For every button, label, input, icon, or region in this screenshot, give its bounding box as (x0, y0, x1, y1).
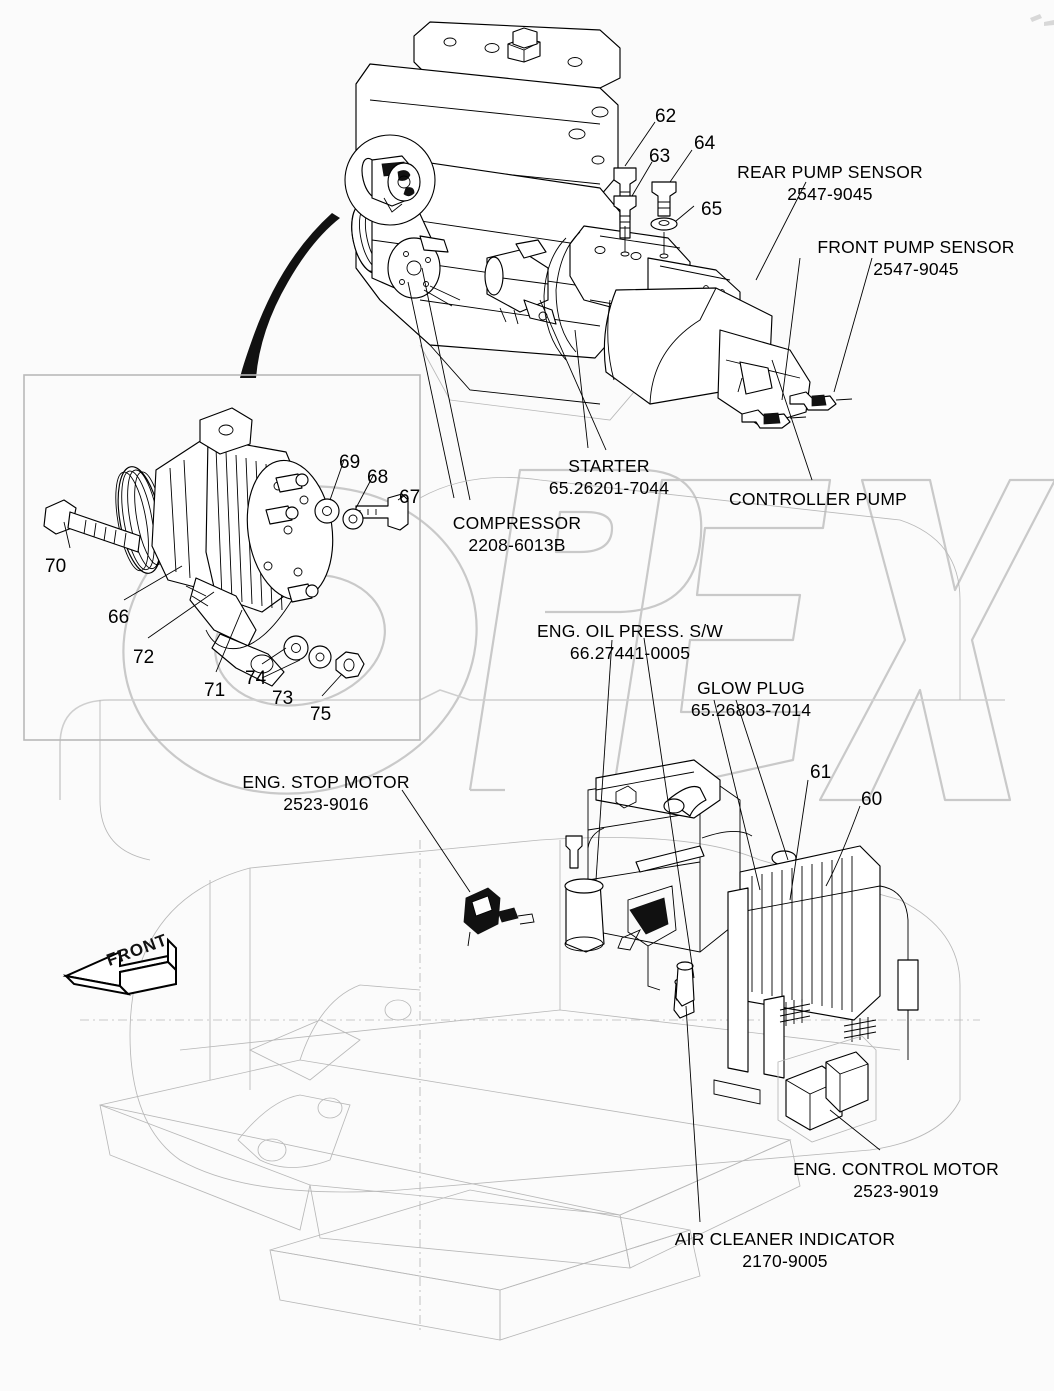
label-air-cleaner-indicator: AIR CLEANER INDICATOR 2170-9005 (675, 1229, 895, 1273)
callout-70: 70 (45, 556, 67, 577)
label-controller-pump-name: CONTROLLER PUMP (728, 489, 908, 509)
alternator-terminals (265, 473, 319, 603)
label-eng-oil-press-sw-name: ENG. OIL PRESS. S/W (537, 621, 723, 641)
detail-magnifier-circle (344, 134, 436, 226)
label-compressor-partno: 2208-6013B (468, 534, 566, 555)
label-eng-control-motor-name: ENG. CONTROL MOTOR (793, 1159, 999, 1179)
callout-75: 75 (310, 704, 332, 725)
pump-sensor-rear (741, 409, 807, 429)
label-glow-plug: GLOW PLUG 65.26803-7014 (691, 678, 811, 722)
washer-69 (314, 498, 340, 524)
callout-62: 62 (655, 106, 677, 127)
callout-68: 68 (367, 467, 389, 488)
label-compressor: COMPRESSOR 2208-6013B (453, 513, 581, 557)
detail-pointer-arrow (240, 213, 340, 378)
label-starter-name: STARTER (568, 456, 650, 476)
pump-sensor-front (789, 391, 853, 411)
eng-control-motor-component (777, 1035, 877, 1143)
lower-engine-detail (564, 759, 919, 1143)
callout-73: 73 (272, 688, 294, 709)
label-eng-control-motor: ENG. CONTROL MOTOR 2523-9019 (793, 1159, 999, 1203)
washer-74 (283, 635, 309, 661)
label-compressor-name: COMPRESSOR (452, 513, 582, 533)
label-eng-control-motor-partno: 2523-9019 (853, 1180, 939, 1201)
label-eng-stop-motor-partno: 2523-9016 (283, 793, 369, 814)
washer-73 (308, 645, 332, 669)
label-rear-pump-sensor: REAR PUMP SENSOR 2547-9045 (737, 162, 923, 206)
callout-65: 65 (701, 199, 723, 220)
label-eng-stop-motor-name: ENG. STOP MOTOR (242, 772, 410, 792)
callout-69: 69 (339, 452, 361, 473)
machine-outline (80, 376, 980, 1341)
alternator-assembly (115, 407, 334, 687)
label-glow-plug-name: GLOW PLUG (697, 678, 805, 698)
washer-65 (650, 217, 678, 231)
callout-72: 72 (133, 647, 155, 668)
label-glow-plug-partno: 65.26803-7014 (690, 699, 812, 720)
callout-66: 66 (108, 607, 130, 628)
starter-component (484, 239, 557, 325)
label-front-pump-sensor: FRONT PUMP SENSOR 2547-9045 (817, 237, 1014, 281)
label-starter: STARTER 65.26201-7044 (549, 456, 669, 500)
bolt-64 (651, 181, 677, 217)
label-air-cleaner-indicator-name: AIR CLEANER INDICATOR (674, 1229, 896, 1249)
callout-67: 67 (399, 487, 421, 508)
bolt-70 (43, 499, 141, 553)
label-front-pump-sensor-partno: 2547-9045 (873, 258, 959, 279)
bolt-63 (613, 195, 637, 239)
label-rear-pump-sensor-name: REAR PUMP SENSOR (737, 162, 923, 182)
air-cleaner-indicator-component (675, 961, 695, 1007)
nut-75 (335, 651, 365, 679)
label-eng-oil-press-sw-partno: 66.27441-0005 (569, 642, 691, 663)
callout-71: 71 (204, 680, 226, 701)
label-eng-stop-motor: ENG. STOP MOTOR 2523-9016 (242, 772, 409, 816)
callout-61: 61 (810, 762, 832, 783)
pump-assembly (543, 225, 853, 429)
callout-74: 74 (245, 668, 267, 689)
eng-stop-motor-component (463, 887, 535, 947)
washer-68 (342, 508, 364, 530)
label-starter-partno: 65.26201-7044 (548, 477, 670, 498)
label-controller-pump: CONTROLLER PUMP (729, 489, 907, 511)
callout-64: 64 (694, 133, 716, 154)
label-rear-pump-sensor-partno: 2547-9045 (787, 183, 873, 204)
callout-63: 63 (649, 146, 671, 167)
front-direction-arrow (62, 937, 177, 996)
callout-60: 60 (861, 789, 883, 810)
label-eng-oil-press-sw: ENG. OIL PRESS. S/W 66.27441-0005 (537, 621, 723, 665)
label-air-cleaner-indicator-partno: 2170-9005 (742, 1250, 828, 1271)
label-front-pump-sensor-name: FRONT PUMP SENSOR (817, 237, 1015, 257)
corner-mark (1030, 14, 1054, 26)
